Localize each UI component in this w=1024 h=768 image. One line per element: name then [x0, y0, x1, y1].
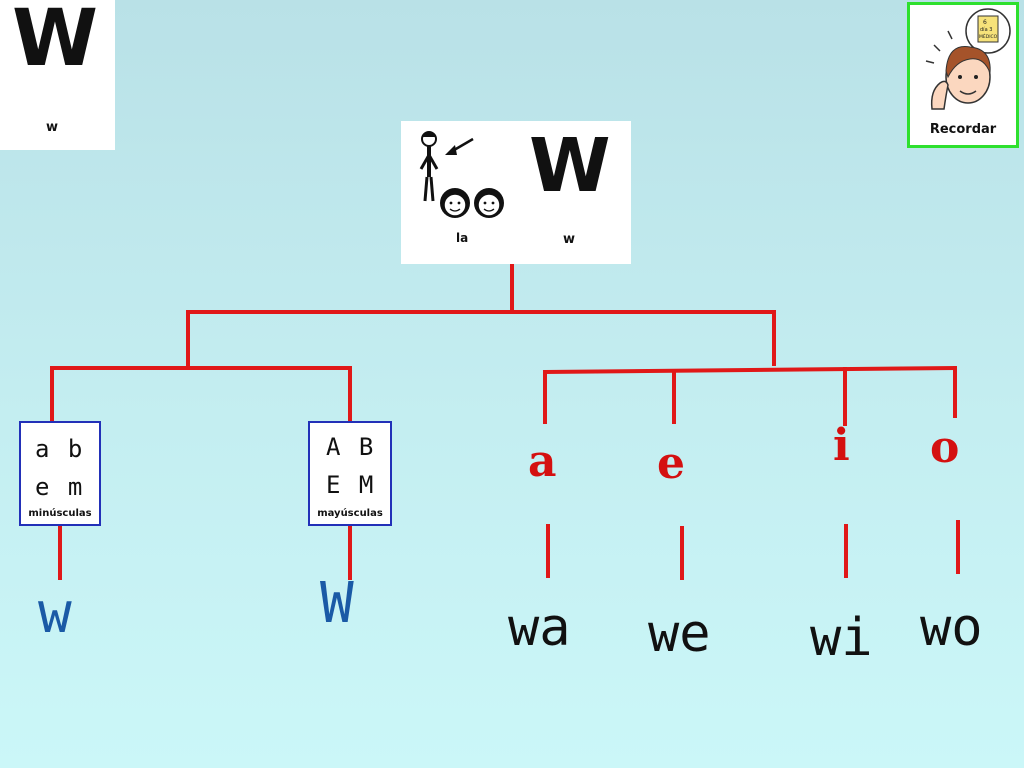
w-card-small-letter: w: [46, 120, 59, 135]
syllable-wa: wa: [508, 598, 571, 658]
vowel-e: e: [657, 438, 685, 489]
uppercase-letter: W: [320, 571, 354, 636]
note-line-3: MÉDICO: [979, 32, 998, 40]
uppercase-caption: mayúsculas: [317, 508, 383, 519]
uppercase-row-1: A B: [326, 433, 376, 461]
lowercase-caption: minúsculas: [28, 508, 92, 519]
line-right-bar: [542, 365, 958, 375]
recordar-label: Recordar: [929, 122, 997, 137]
uppercase-row-2: E M: [326, 471, 376, 499]
remembering-person-icon: 6 día 3 MÉDICO: [925, 8, 1011, 110]
vowel-o: o: [930, 422, 960, 473]
center-letter-card: la W w: [401, 121, 631, 264]
lowercase-letter: w: [38, 581, 72, 646]
center-small-letter: w: [563, 232, 576, 247]
center-big-letter: W: [529, 123, 611, 209]
lowercase-card: a b e m minúsculas: [19, 421, 101, 526]
vowel-a: a: [528, 436, 557, 487]
vowel-i: i: [833, 420, 850, 471]
note-line-1: 6: [983, 19, 987, 26]
lowercase-row-1: a b: [35, 435, 85, 463]
uppercase-card: A B E M mayúsculas: [308, 421, 392, 526]
w-card-big-letter: W: [12, 0, 99, 84]
lowercase-row-2: e m: [35, 473, 85, 501]
recordar-card: 6 día 3 MÉDICO Recordar: [907, 2, 1019, 148]
pronoun-label: la: [456, 231, 469, 245]
pronoun-la-icon: [419, 131, 504, 218]
note-line-2: día 3: [980, 26, 992, 33]
syllable-wi: wi: [810, 608, 873, 668]
syllable-we: we: [648, 604, 711, 664]
letter-w-card: W w: [0, 0, 115, 150]
syllable-wo: wo: [920, 598, 983, 658]
